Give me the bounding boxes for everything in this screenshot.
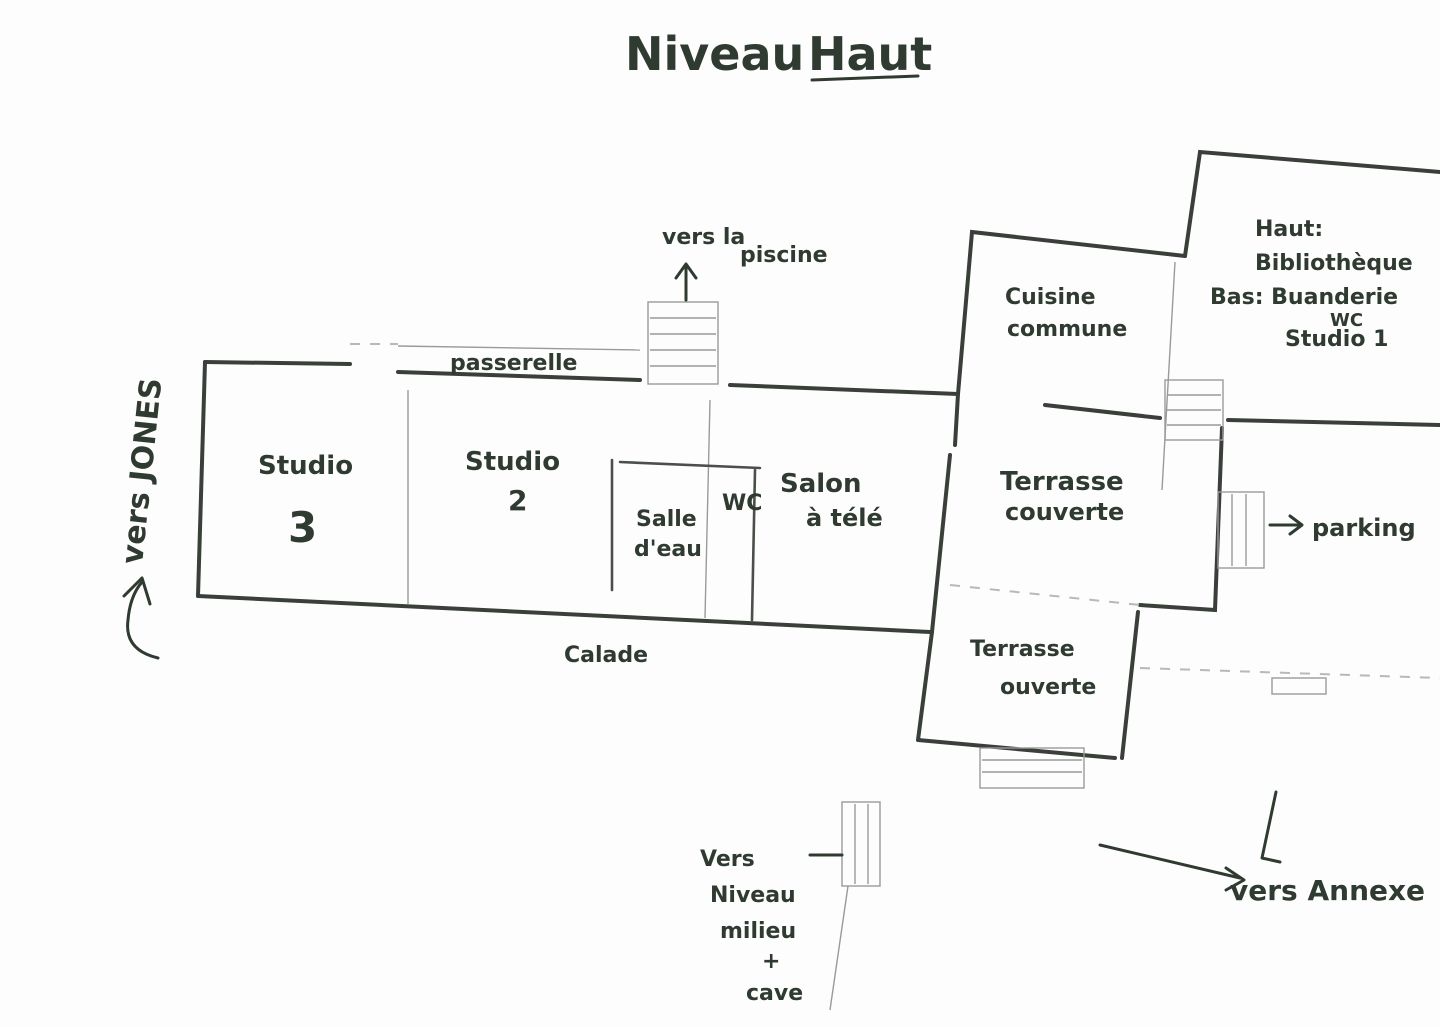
- cuisine-label-line1: Cuisine: [1005, 285, 1096, 310]
- east-block-walls: [916, 149, 1440, 760]
- terrasse-divider: [949, 584, 1141, 606]
- wall-terrasse-right: [1138, 426, 1224, 613]
- partition-wc: [704, 399, 711, 619]
- jones-label: vers JONES: [115, 376, 169, 566]
- salon-label-line1: Salon: [780, 469, 862, 499]
- wall-top-passerelle: [396, 370, 642, 382]
- annex-step: [1271, 677, 1327, 695]
- salle-eau-label-line2: d'eau: [634, 537, 702, 562]
- annex-label-line4: WC: [1330, 310, 1363, 331]
- wall-terrasse-ouverte-bottom: [916, 738, 1117, 760]
- terrace-steps-frame: [979, 747, 1085, 789]
- sheet-title: Niveau Haut: [625, 27, 932, 82]
- calade-label: Calade: [564, 643, 648, 668]
- wall-top-salon: [728, 383, 960, 396]
- title-word-haut: Haut: [808, 27, 932, 81]
- studio2-number: 2: [508, 484, 527, 517]
- niveau-milieu-line1: Vers: [700, 847, 755, 872]
- studio3-number: 3: [288, 503, 317, 552]
- piscine-label-line1: vers la: [662, 225, 745, 250]
- annex-stairs-frame: [1164, 379, 1224, 441]
- wall-bottom: [196, 594, 932, 634]
- wall-cuisine: [956, 229, 1187, 396]
- terrasse-ouverte-line1: Terrasse: [970, 637, 1075, 662]
- wall-terrasse-ouverte-left: [916, 630, 934, 742]
- niveau-milieu-line2: Niveau: [710, 883, 796, 908]
- cave-path: [829, 885, 849, 1011]
- wall-cuisine-left: [953, 392, 960, 447]
- room-labels: Studio 3 Studio 2 Salle d'eau WC Salon à…: [258, 217, 1413, 700]
- terrasse-couverte-line2: couverte: [1005, 498, 1124, 526]
- parking-arrow-head-icon: [1288, 514, 1304, 536]
- annex-path: [1139, 667, 1440, 679]
- pool-stairs-frame: [647, 301, 719, 385]
- main-building-walls: [196, 343, 960, 634]
- studio3-label: Studio: [258, 451, 353, 481]
- niveau-milieu-line5: cave: [746, 981, 803, 1006]
- salle-eau-label-line1: Salle: [636, 507, 697, 532]
- studio2-label: Studio: [465, 447, 560, 477]
- terrasse-couverte-line1: Terrasse: [1000, 467, 1124, 497]
- wall-annex-top: [1183, 149, 1440, 258]
- stairs-annex: [829, 379, 1327, 1011]
- niveau-milieu-line3: milieu: [720, 919, 796, 944]
- cuisine-label-line2: commune: [1007, 317, 1127, 342]
- annex-label-line3: Bas: Buanderie: [1210, 285, 1398, 310]
- wall-left: [196, 360, 207, 598]
- wall-salle-eau-top: [618, 460, 762, 470]
- annexe-arrow-head-icon: [1224, 866, 1246, 892]
- wall-annex-left: [1161, 261, 1176, 491]
- jones-arrow-head-icon: [122, 576, 152, 606]
- piscine-label-line2: piscine: [740, 243, 828, 268]
- wall-annex-bottom: [1226, 418, 1440, 427]
- direction-arrows: [122, 514, 1304, 892]
- wall-terrasse-ouverte-right: [1120, 610, 1140, 760]
- partition-salon: [750, 468, 757, 622]
- jones-arrow-curve: [126, 580, 160, 660]
- title-word-niveau: Niveau: [625, 27, 804, 81]
- feature-labels: passerelle Calade: [450, 351, 648, 668]
- cave-stairs-frame: [841, 801, 881, 887]
- annexe-arrow-bend: [1260, 790, 1282, 864]
- annex-label-line1: Haut:: [1255, 217, 1323, 242]
- pool-arrow-head-icon: [674, 262, 698, 280]
- wall-top-studio3: [203, 360, 352, 366]
- parking-label: parking: [1312, 514, 1416, 542]
- parking-stairs-frame: [1217, 491, 1265, 569]
- passerelle-line: [397, 345, 641, 351]
- salon-label-line2: à télé: [806, 504, 883, 532]
- passerelle-label: passerelle: [450, 351, 577, 376]
- annex-label-line2: Bibliothèque: [1255, 251, 1413, 276]
- wc-label: WC: [722, 491, 762, 516]
- terrasse-ouverte-line2: ouverte: [1000, 675, 1096, 700]
- annexe-arrow-shaft: [1098, 843, 1242, 880]
- stairs-to-pool: [647, 262, 719, 385]
- direction-labels: vers la piscine vers JONES parking vers …: [115, 225, 1425, 1006]
- annexe-label: vers Annexe: [1230, 874, 1425, 907]
- wall-terrasse-left: [930, 453, 952, 634]
- annex-label-line5: Studio 1: [1285, 327, 1388, 352]
- niveau-milieu-line4: +: [762, 949, 780, 974]
- title-underline: [810, 74, 920, 82]
- wall-cuisine-bottom: [1043, 403, 1162, 420]
